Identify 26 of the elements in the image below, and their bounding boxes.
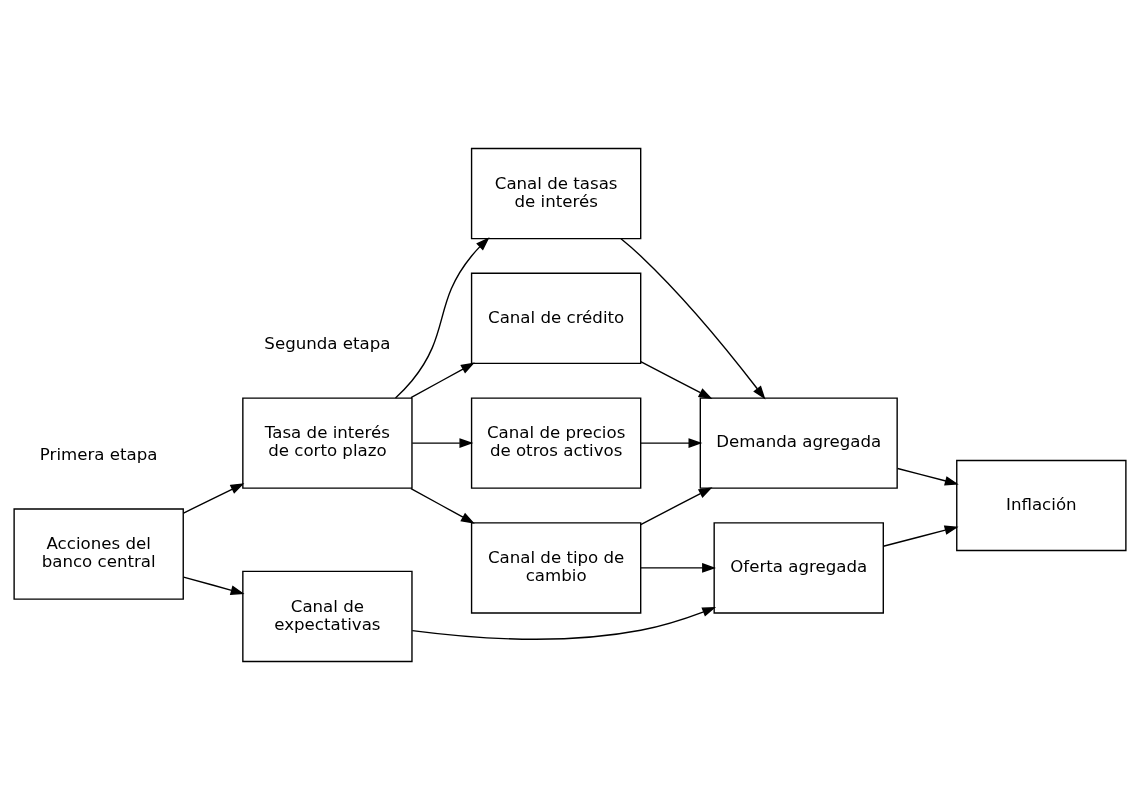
arrow — [182, 482, 245, 514]
node-box: Canal de tipo de cambio — [470, 521, 642, 614]
node-box: Inflación — [956, 459, 1127, 551]
arrow — [394, 236, 490, 399]
node-box: Canal de crédito — [470, 272, 642, 364]
node-box: Oferta agregada — [713, 521, 884, 614]
node-box: Canal de precios de otros activos — [470, 396, 642, 489]
label: Primera etapa — [39, 444, 158, 464]
arrow — [411, 437, 474, 448]
arrow — [410, 362, 475, 398]
arrow — [640, 486, 713, 525]
node-box: Tasa de interés de corto plazo — [242, 396, 413, 489]
arrow — [411, 606, 717, 640]
arrow — [640, 562, 716, 573]
arrow — [882, 524, 959, 547]
arrow — [620, 237, 766, 400]
node-box: Acciones del banco central — [13, 507, 184, 600]
label: Segunda etapa — [264, 333, 391, 353]
arrow — [896, 467, 959, 486]
arrow — [182, 575, 245, 595]
arrow — [640, 437, 703, 448]
arrow — [640, 360, 713, 399]
node-box: Canal de expectativas — [242, 570, 413, 662]
node-box: Canal de tasas de interés — [470, 147, 642, 239]
node-box: Demanda agregada — [699, 396, 898, 489]
arrow — [410, 487, 475, 524]
